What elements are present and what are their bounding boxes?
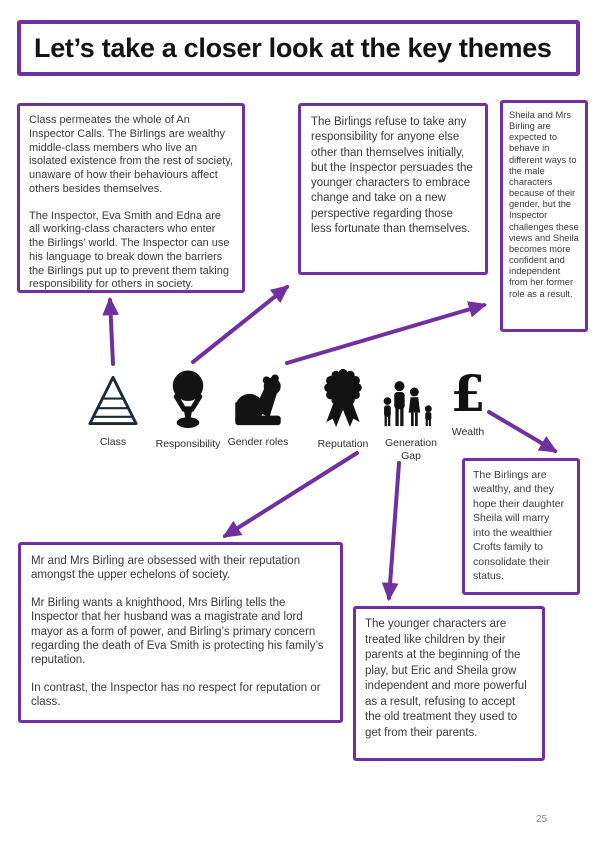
theme-label-responsibility: Responsibility (155, 438, 221, 450)
theme-item-wealth: £ Wealth (426, 366, 510, 439)
arrow-responsibility (191, 285, 290, 364)
wealth-theme-text: The Birlings are wealthy, and they hope … (473, 469, 565, 583)
reputation-theme-paragraph-3: In contrast, the Inspector has no respec… (31, 681, 321, 708)
theme-item-responsibility: Responsibility (146, 370, 230, 451)
slide-title: Let’s take a closer look at the key them… (34, 32, 552, 63)
page-number: 25 (536, 814, 548, 825)
arrow-gender-roles (285, 301, 488, 365)
award-rosette-icon (320, 368, 366, 434)
gender-theme-box: Sheila and Mrs Birling are expected to b… (500, 100, 588, 332)
arrow-class (102, 296, 120, 366)
responsibility-theme-text: The Birlings refuse to take any responsi… (311, 116, 473, 235)
generation-gap-theme-text: The younger characters are treated like … (365, 618, 527, 739)
theme-item-class: Class (71, 374, 155, 449)
arrow-reputation (222, 451, 359, 538)
theme-item-reputation: Reputation (301, 368, 385, 451)
class-theme-box: Class permeates the whole of An Inspecto… (17, 103, 245, 293)
person-holding-globe-icon (163, 370, 213, 434)
theme-item-gender-roles: Gender roles (216, 374, 300, 449)
theme-label-wealth: Wealth (451, 426, 485, 438)
theme-item-generation-gap: Generation Gap (369, 378, 453, 462)
theme-label-class: Class (99, 436, 127, 448)
theme-label-gender-roles: Gender roles (227, 436, 289, 448)
class-theme-paragraph-1: Class permeates the whole of An Inspecto… (29, 114, 233, 195)
wealth-theme-box: The Birlings are wealthy, and they hope … (462, 458, 580, 595)
slide-title-box: Let’s take a closer look at the key them… (17, 20, 580, 76)
arrow-generation-gap (381, 461, 401, 602)
reputation-theme-paragraph-1: Mr and Mrs Birling are obsessed with the… (31, 555, 301, 582)
reputation-theme-paragraph-2: Mr Birling wants a knighthood, Mrs Birli… (31, 596, 324, 667)
pound-sign-icon: £ (450, 364, 486, 423)
theme-label-reputation: Reputation (317, 438, 369, 450)
reputation-theme-box: Mr and Mrs Birling are obsessed with the… (18, 542, 343, 723)
flexed-arm-icon (231, 374, 285, 432)
class-theme-paragraph-2: The Inspector, Eva Smith and Edna are al… (29, 209, 230, 291)
responsibility-theme-box: The Birlings refuse to take any responsi… (298, 103, 488, 275)
theme-label-generation-gap: Generation Gap (385, 437, 437, 462)
family-silhouette-icon (380, 378, 442, 433)
gender-theme-text: Sheila and Mrs Birling are expected to b… (509, 110, 579, 299)
pyramid-hierarchy-icon (87, 374, 139, 432)
generation-gap-theme-box: The younger characters are treated like … (353, 606, 545, 761)
